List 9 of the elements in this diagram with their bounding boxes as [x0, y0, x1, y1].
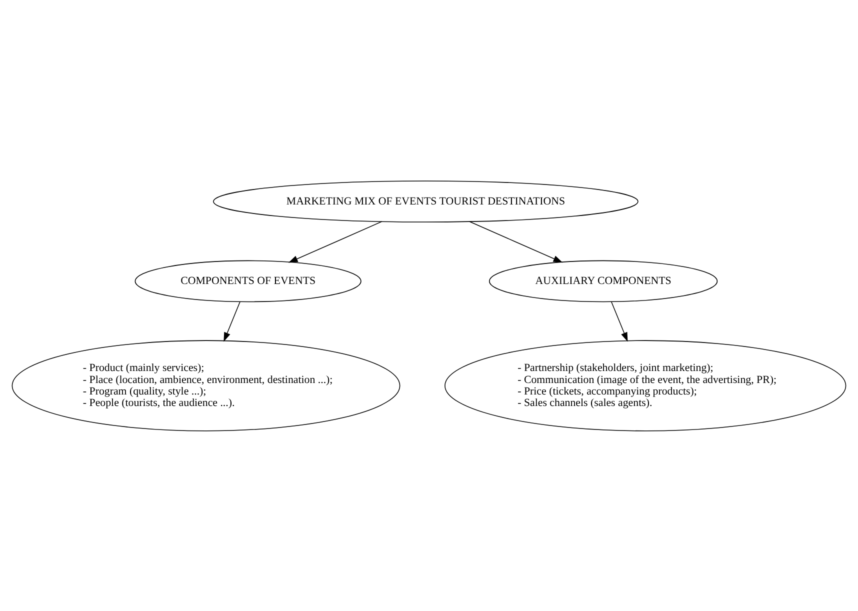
- node-ellipse: AUXILIARY COMPONENTS: [489, 260, 718, 302]
- arrow: [468, 220, 563, 262]
- arrow: [610, 300, 628, 342]
- node-ellipse: - Product (mainly services); - Place (location, ambience, environment, destination ...); - Program (quality, style ...); - People (tourists, the audience ...).: [12, 340, 400, 431]
- node-ellipse: MARKETING MIX OF EVENTS TOURIST DESTINATIONS: [213, 180, 638, 222]
- node-ellipse: COMPONENTS OF EVENTS: [134, 260, 362, 302]
- arrow: [224, 300, 240, 342]
- node-ellipse: - Partnership (stakeholders, joint marketing); - Communication (image of the event, the advertising, PR); - Price (tickets, accompanying products); - Sales channels (sales agents).: [444, 340, 846, 431]
- arrow: [288, 220, 382, 262]
